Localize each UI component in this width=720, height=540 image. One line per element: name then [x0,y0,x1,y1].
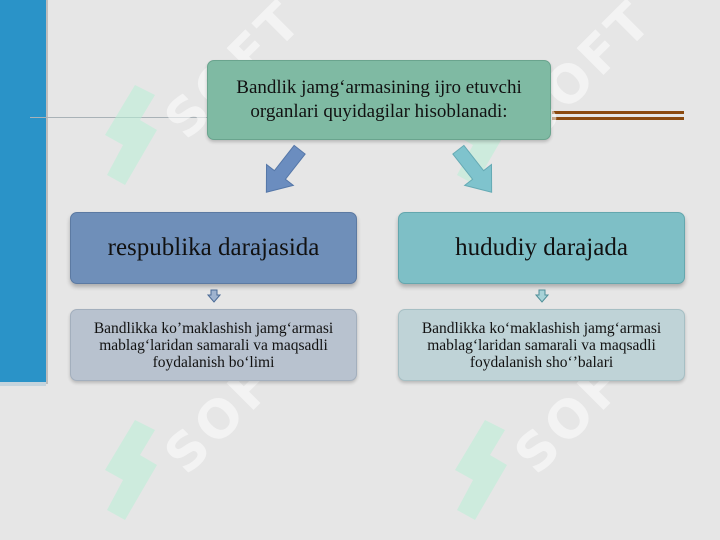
soft-logo-icon [105,85,157,185]
small-arrow-down-icon [535,289,549,303]
level-node-title: respublika darajasida [107,234,320,261]
description-node-text: Bandlikka ko‘maklashish jamg‘armasi mabl… [421,319,662,371]
description-node-republic: Bandlikka ko’maklashish jamg‘armasi mabl… [70,309,357,381]
side-accent-bar [0,0,46,382]
level-node-republic: respublika darajasida [70,212,357,284]
arrow-down-right-icon [452,144,493,193]
description-node-text: Bandlikka ko’maklashish jamg‘armasi mabl… [93,319,334,371]
level-node-title: hududiy darajada [455,234,628,261]
root-node: Bandlik jamg‘armasining ijro etuvchi org… [207,60,551,140]
side-accent-shadow [0,382,46,386]
small-arrow-down-icon [207,289,221,303]
description-node-regional: Bandlikka ko‘maklashish jamg‘armasi mabl… [398,309,685,381]
level-node-regional: hududiy darajada [398,212,685,284]
root-node-text: Bandlik jamg‘armasining ijro etuvchi org… [236,77,522,122]
soft-logo-icon [105,420,157,520]
arrow-down-left-icon [265,144,306,193]
soft-logo-icon [455,420,507,520]
brown-stripes-decoration [552,111,684,127]
side-accent-edge [46,0,48,384]
